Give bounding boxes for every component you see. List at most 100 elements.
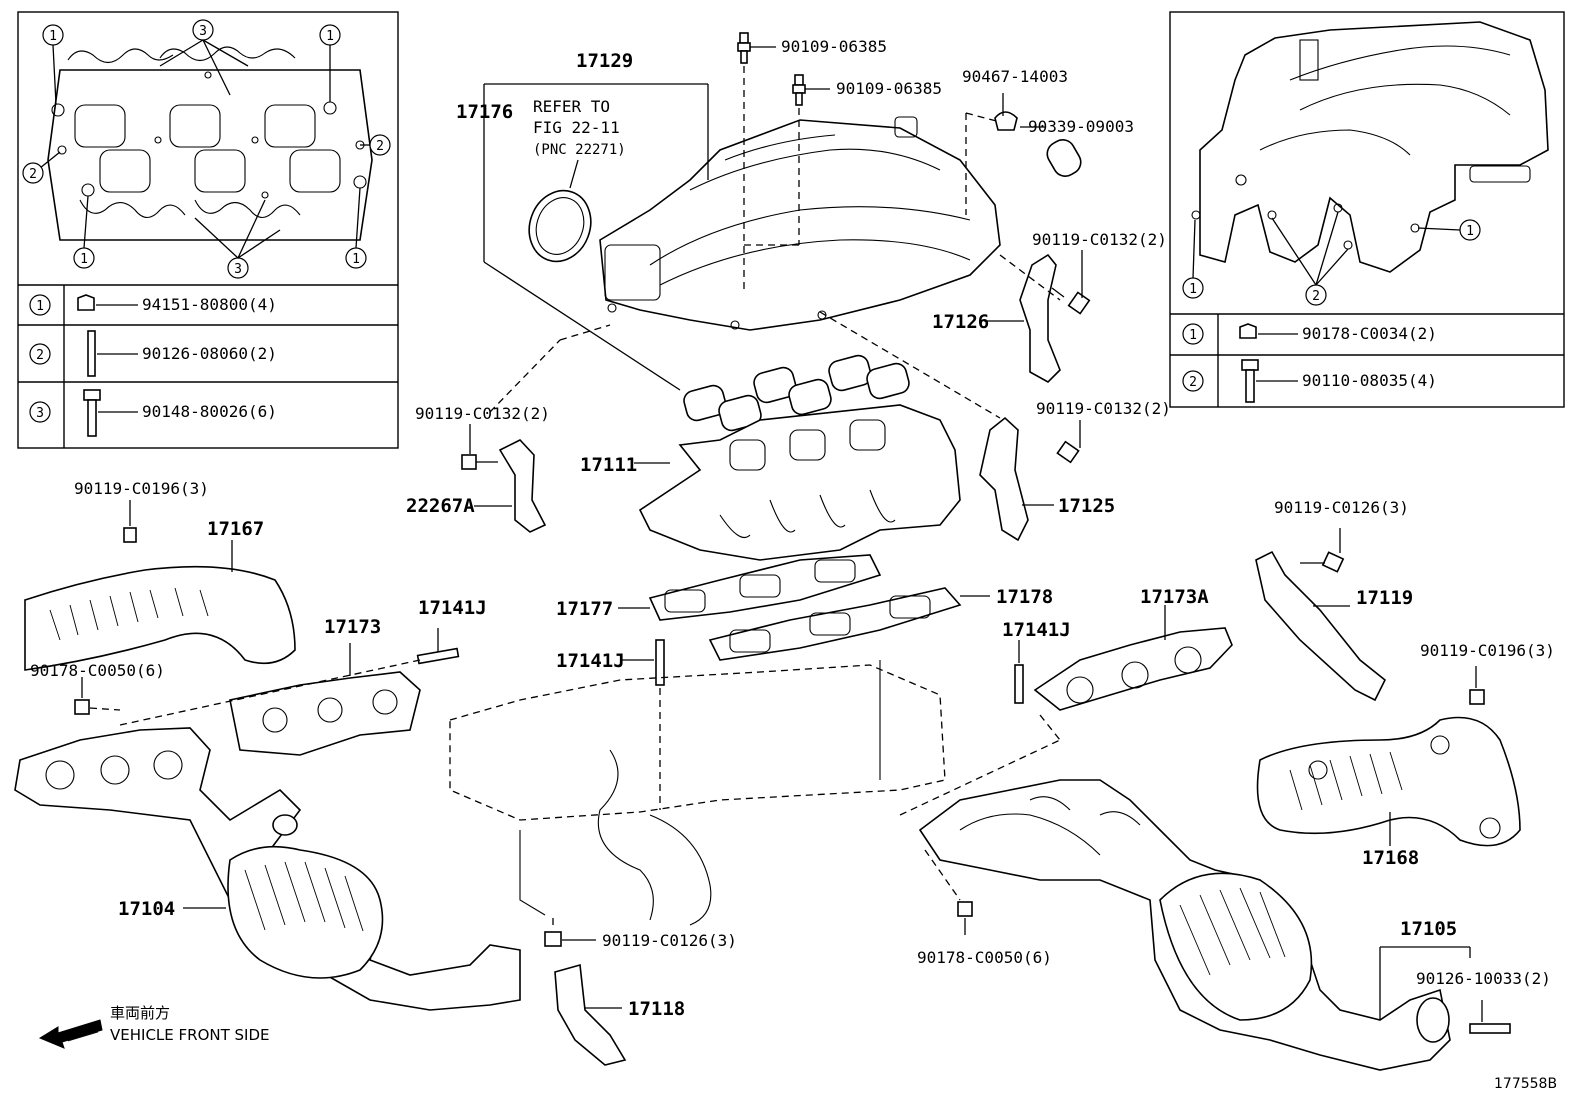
callout-circle xyxy=(22,162,44,184)
label-17111: 17111 xyxy=(580,454,637,476)
nut-icon xyxy=(74,699,90,715)
label-17119: 17119 xyxy=(1356,587,1413,609)
label-90339-09003: 90339-09003 xyxy=(1028,117,1134,136)
callout-number: 1 xyxy=(326,29,334,44)
engine-block-outline xyxy=(449,660,946,926)
legend-number: 1 xyxy=(1189,328,1197,343)
bolt-icon xyxy=(1056,440,1080,464)
bolt-icon xyxy=(1321,551,1345,573)
part-labels: 17129 17176 REFER TO FIG 22-11 (PNC 2227… xyxy=(30,37,1555,1020)
legend-part-number: 90178-C0034(2) xyxy=(1302,324,1437,343)
front-side-ja: 車両前方 xyxy=(110,1004,170,1022)
nut-icon xyxy=(957,901,973,917)
nut-icon xyxy=(77,294,95,311)
clip-icon xyxy=(994,111,1018,131)
bracket-17125 xyxy=(819,311,1081,542)
exhaust-gasket-17173A xyxy=(899,605,1233,816)
heat-insulator-17168 xyxy=(1256,666,1521,847)
label-90119-C0196-b: 90119-C0196(3) xyxy=(1420,641,1555,660)
label-90119-C0126-b: 90119-C0126(3) xyxy=(602,931,737,950)
front-side-en: VEHICLE FRONT SIDE xyxy=(110,1026,270,1044)
bolt-icon xyxy=(461,454,477,470)
bolt-icon xyxy=(544,931,562,947)
exhaust-gasket-17173 xyxy=(119,628,460,756)
label-17168: 17168 xyxy=(1362,847,1419,869)
legend-part-number: 90126-08060(2) xyxy=(142,344,277,363)
label-90119-C0126-a: 90119-C0126(3) xyxy=(1274,498,1409,517)
legend-part-number: 90110-08035(4) xyxy=(1302,371,1437,390)
legend-part-number: 94151-80800(4) xyxy=(142,295,277,314)
exhaust-manifold-17104 xyxy=(14,677,521,1011)
intake-gasket-set xyxy=(683,354,910,432)
leader-lines-top xyxy=(483,83,709,391)
label-17126: 17126 xyxy=(932,311,989,333)
exhaust-manifold-17105 xyxy=(918,779,1511,1071)
callout-number: 3 xyxy=(234,262,242,277)
legend-number: 1 xyxy=(36,299,44,314)
label-17104: 17104 xyxy=(118,898,175,920)
label-90119-C0132-a: 90119-C0132(2) xyxy=(1032,230,1167,249)
upper-intake-plenum xyxy=(599,116,1001,331)
callout-circle xyxy=(227,257,249,279)
stud-icon xyxy=(87,330,96,377)
flange-bolt-icon xyxy=(1241,359,1259,371)
label-17129: 17129 xyxy=(576,50,633,72)
callout-circle xyxy=(73,247,95,269)
vsv-filter-icon xyxy=(1046,139,1082,177)
callout-number: 2 xyxy=(29,167,37,182)
label-90126-10033: 90126-10033(2) xyxy=(1416,969,1551,988)
bolt-icon xyxy=(1067,291,1091,315)
callout-circle xyxy=(42,24,64,46)
bolt-icon xyxy=(83,389,101,401)
bracket-22267A xyxy=(461,324,611,533)
label-90119-C0196-a: 90119-C0196(3) xyxy=(74,479,209,498)
lower-intake-17111 xyxy=(634,404,961,561)
refer-note-line3: (PNC 22271) xyxy=(533,142,626,158)
label-17177: 17177 xyxy=(556,598,613,620)
flange-nut-icon xyxy=(1239,323,1257,339)
legend-part-number: 90148-80026(6) xyxy=(142,402,277,421)
gaskets-17177-17178 xyxy=(618,554,990,661)
bolt-icon xyxy=(739,32,749,44)
label-17141J-a: 17141J xyxy=(418,597,487,619)
label-90119-C0132-b: 90119-C0132(2) xyxy=(415,404,550,423)
legend-number: 2 xyxy=(36,348,44,363)
heat-insulator-17167 xyxy=(24,500,296,671)
callout-number: 1 xyxy=(1466,224,1474,239)
label-90178-C0050-b: 90178-C0050(6) xyxy=(917,948,1052,967)
bolt-icon xyxy=(794,74,804,86)
label-17125: 17125 xyxy=(1058,495,1115,517)
callout-circle xyxy=(192,19,214,41)
label-17118: 17118 xyxy=(628,998,685,1020)
label-17176: 17176 xyxy=(456,101,513,123)
right-inset-callouts: 1 1 2 xyxy=(1182,211,1481,306)
stud-icon xyxy=(1469,1023,1511,1034)
refer-note-line1: REFER TO xyxy=(533,97,610,116)
bolt-icon xyxy=(1469,689,1485,705)
label-17141J-b: 17141J xyxy=(556,650,625,672)
label-90467-14003: 90467-14003 xyxy=(962,67,1068,86)
throttle-gasket-17176 xyxy=(528,189,592,263)
callout-number: 1 xyxy=(352,252,360,267)
stud-17141J-center xyxy=(620,639,665,810)
legend-number: 2 xyxy=(1189,375,1197,390)
label-22267A: 22267A xyxy=(406,495,475,517)
bracket-17126 xyxy=(984,250,1091,383)
stud-icon xyxy=(416,647,460,665)
label-17173: 17173 xyxy=(324,616,381,638)
right-inset: 1 1 2 1 90178-C0034(2) 2 90110-08035(4) xyxy=(1169,11,1565,408)
left-inset-callouts: 1 3 1 2 2 1 3 1 xyxy=(22,19,391,279)
callout-number: 1 xyxy=(80,252,88,267)
left-inset: 1 3 1 2 2 1 3 1 xyxy=(17,11,399,449)
legend-number: 3 xyxy=(36,406,44,421)
label-90109-06385-b: 90109-06385 xyxy=(836,79,942,98)
callout-circle xyxy=(345,247,367,269)
label-17167: 17167 xyxy=(207,518,264,540)
callout-number: 1 xyxy=(1189,282,1197,297)
left-inset-legend: 1 94151-80800(4) 2 90126-08060(2) 3 9014… xyxy=(29,294,277,437)
label-17178: 17178 xyxy=(996,586,1053,608)
front-arrow-icon xyxy=(38,1019,103,1049)
label-17141J-c: 17141J xyxy=(1002,619,1071,641)
figure-code: 177558B xyxy=(1494,1076,1557,1092)
